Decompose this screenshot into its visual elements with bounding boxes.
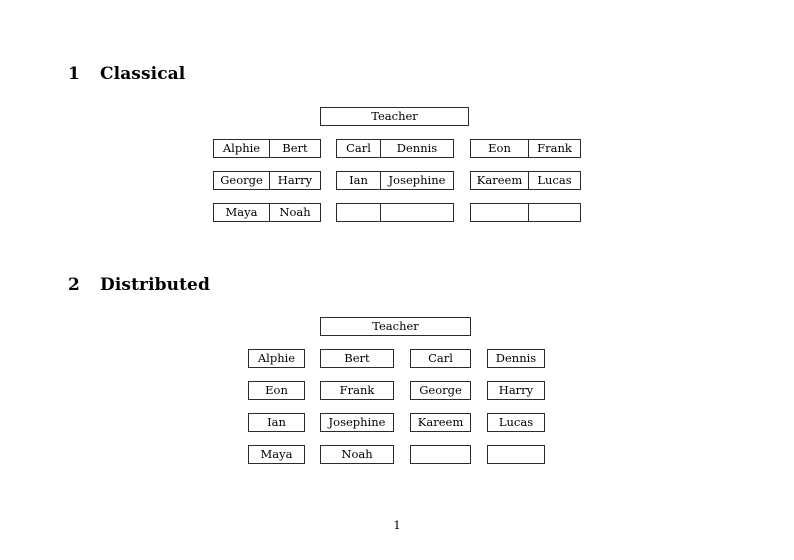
student-cell: Maya [225,204,258,219]
student-cell: Ian [349,172,368,187]
section-title: Classical [100,64,186,84]
student-box: Ian [248,413,305,432]
student-box: Lucas [487,413,545,432]
student-pair-row: Ian Josephine [336,171,454,190]
empty-cell [380,204,453,221]
student-box: Noah [320,445,394,464]
empty-box [410,445,471,464]
student-box: Josephine [320,413,394,432]
student-cell: Bert [269,140,320,157]
student-box: Eon [248,381,305,400]
empty-cell [528,204,580,221]
student-box: Harry [487,381,545,400]
student-cell: Josephine [380,172,453,189]
teacher-box: Teacher [320,317,471,336]
student-pair-row: Alphie Bert [213,139,321,158]
student-cell: Kareem [476,172,523,187]
student-pair-row: Carl Dennis [336,139,454,158]
student-pair-row [336,203,454,222]
section-title: Distributed [100,275,210,295]
student-cell: Noah [269,204,320,221]
student-pair-row: Maya Noah [213,203,321,222]
student-box: Maya [248,445,305,464]
student-box: Frank [320,381,394,400]
teacher-box: Teacher [320,107,469,126]
section-number: 2 [68,275,80,295]
student-box: Carl [410,349,471,368]
student-pair-row: Eon Frank [470,139,581,158]
student-cell: Lucas [528,172,580,189]
student-cell: Dennis [380,140,453,157]
student-cell: Carl [346,140,371,155]
student-box: Dennis [487,349,545,368]
student-cell: George [220,172,263,187]
student-cell: Eon [488,140,511,155]
empty-box [487,445,545,464]
student-box: Kareem [410,413,471,432]
empty-cell [337,204,380,221]
page-number: 1 [393,518,401,532]
empty-cell [471,204,528,221]
section-heading-distributed: 2 Distributed [68,277,210,294]
student-pair-row: Kareem Lucas [470,171,581,190]
student-box: Bert [320,349,394,368]
student-pair-row [470,203,581,222]
section-number: 1 [68,64,80,84]
student-cell: Harry [269,172,320,189]
section-heading-classical: 1 Classical [68,66,185,83]
student-pair-row: George Harry [213,171,321,190]
student-cell: Alphie [222,140,261,155]
student-box: George [410,381,471,400]
student-box: Alphie [248,349,305,368]
student-cell: Frank [528,140,580,157]
